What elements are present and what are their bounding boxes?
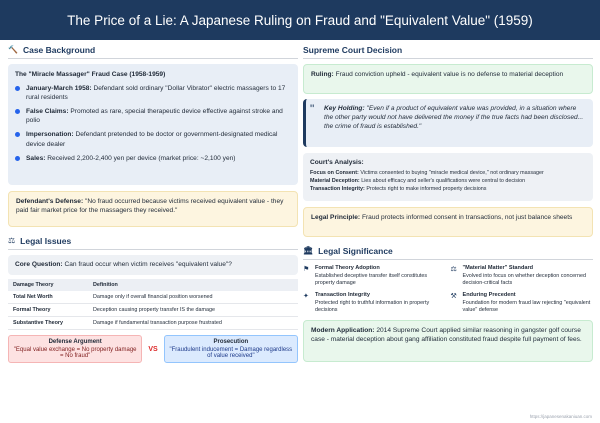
definition-cell: Damage if fundamental transaction purpos…	[88, 316, 298, 330]
footer-url: https://japanesenakaniuan.com	[529, 414, 592, 419]
table-row: Substantive Theory Damage if fundamental…	[8, 316, 298, 330]
arguments-row: Defense Argument "Equal value exchange =…	[8, 335, 298, 363]
significance-heading: 🏛 Legal Significance	[303, 245, 593, 260]
theory-cell: Substantive Theory	[8, 316, 88, 330]
balance-icon: ⚖	[450, 266, 457, 273]
case-title: The "Miracle Massager" Fraud Case (1958-…	[15, 71, 166, 78]
list-item: Material Deception: Lies about efficacy …	[310, 177, 526, 184]
right-column: Supreme Court Decision Ruling: Fraud con…	[303, 44, 593, 363]
handshake-icon: ✦	[303, 293, 309, 301]
bullet-dot	[15, 155, 20, 161]
balance-icon: ⚖	[8, 236, 16, 245]
case-background-heading: 🔨 Case Background	[8, 44, 298, 59]
case-facts-list: January-March 1958: Defendant sold ordin…	[15, 84, 291, 163]
list-item: Focus on Consent: Victims consented to b…	[310, 170, 544, 177]
gavel-icon: ⚒	[450, 293, 457, 301]
left-column: 🔨 Case Background The "Miracle Massager"…	[8, 44, 298, 363]
table-header-row: Damage Theory Definition	[8, 279, 298, 291]
core-question-card: Core Question: Can fraud occur when vict…	[8, 255, 298, 275]
bullet-dot	[15, 109, 20, 115]
ruling-card: Ruling: Fraud conviction upheld - equiva…	[303, 64, 593, 94]
legal-issues-heading: ⚖ Legal Issues	[8, 235, 298, 250]
institution-icon: 🏛	[303, 246, 314, 255]
list-item: False Claims: Promoted as rare, special …	[15, 107, 291, 125]
versus-label: VS	[148, 345, 158, 353]
definition-cell: Damage only if overall financial positio…	[88, 291, 298, 304]
prosecution-argument-box: Prosecution "Fraudulent inducement = Dam…	[163, 335, 298, 363]
case-facts-card: The "Miracle Massager" Fraud Case (1958-…	[8, 64, 298, 185]
decision-heading: Supreme Court Decision	[303, 44, 593, 59]
analysis-card: Court's Analysis: Focus on Consent: Vict…	[303, 153, 593, 201]
key-holding-card: " Key Holding: "Even if a product of equ…	[303, 99, 593, 147]
definition-cell: Deception causing property transfer IS t…	[88, 303, 298, 317]
damage-theory-table: Damage Theory Definition Total Net Worth…	[8, 279, 298, 330]
flag-icon: ⚑	[303, 266, 310, 273]
list-item: Sales: Received 2,200-2,400 yen per devi…	[15, 154, 291, 163]
defense-argument-box: Defense Argument "Equal value exchange =…	[8, 335, 143, 363]
column-header: Definition	[88, 279, 298, 291]
theory-cell: Total Net Worth	[8, 291, 88, 304]
bullet-dot	[15, 86, 20, 92]
list-item: Impersonation: Defendant pretended to be…	[15, 130, 291, 148]
table-row: Total Net Worth Damage only if overall f…	[8, 291, 298, 304]
theory-cell: Formal Theory	[8, 303, 88, 317]
quote-icon: "	[310, 102, 315, 116]
analysis-title: Court's Analysis:	[310, 159, 364, 166]
bullet-dot	[15, 132, 20, 138]
page-title: The Price of a Lie: A Japanese Ruling on…	[67, 12, 533, 28]
list-item: Transaction Integrity: Protects right to…	[310, 185, 487, 192]
defense-card: Defendant's Defense: "No fraud occurred …	[8, 191, 298, 227]
column-header: Damage Theory	[8, 279, 88, 291]
page-header: The Price of a Lie: A Japanese Ruling on…	[0, 0, 600, 40]
modern-application-card: Modern Application: 2014 Supreme Court a…	[303, 320, 593, 363]
table-row: Formal Theory Deception causing property…	[8, 303, 298, 317]
principle-card: Legal Principle: Fraud protects informed…	[303, 207, 593, 237]
list-item: January-March 1958: Defendant sold ordin…	[15, 84, 291, 102]
gavel-icon: 🔨	[8, 45, 18, 54]
analysis-list: Focus on Consent: Victims consented to b…	[310, 170, 586, 193]
